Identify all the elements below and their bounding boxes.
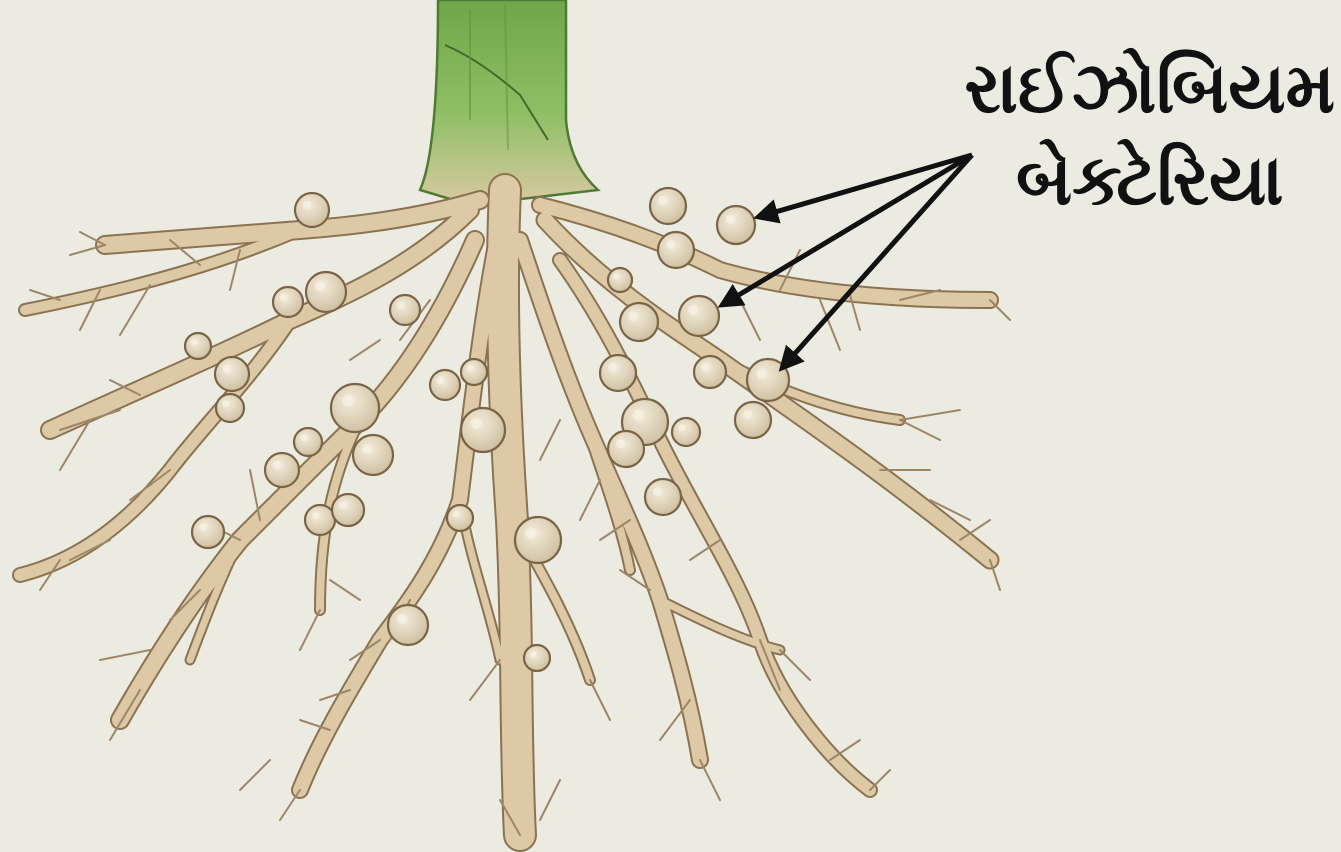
root-11 bbox=[560, 260, 870, 790]
root-0 bbox=[503, 190, 520, 835]
nodule-icon bbox=[694, 356, 726, 388]
nodule-icon bbox=[192, 516, 224, 548]
root-hair-52 bbox=[540, 420, 560, 460]
nodule-icon bbox=[294, 428, 322, 456]
root-hair-23 bbox=[540, 780, 560, 820]
nodule-icon bbox=[735, 402, 771, 438]
root-hair-14 bbox=[100, 650, 150, 660]
root-hair-16 bbox=[300, 610, 320, 650]
root-hair-32 bbox=[900, 420, 940, 440]
root-hair-33 bbox=[900, 410, 960, 420]
root-hair-53 bbox=[580, 480, 600, 520]
nodule-icon bbox=[650, 188, 686, 224]
nodule-icon bbox=[265, 453, 299, 487]
bacteria-label: રાઈઝોબિયમ બેક્ટેરિયા bbox=[965, 42, 1335, 226]
nodule-icon bbox=[215, 357, 249, 391]
root-hair-28 bbox=[780, 650, 810, 680]
nodule-icon bbox=[447, 505, 473, 531]
nodule-icon bbox=[306, 272, 346, 312]
nodule-icon bbox=[461, 359, 487, 385]
root-hair-18 bbox=[280, 790, 300, 820]
nodule-icon bbox=[216, 394, 244, 422]
root-hair-25 bbox=[590, 680, 610, 720]
nodule-icon bbox=[658, 232, 694, 268]
root-icon bbox=[20, 190, 990, 835]
root-hair-43 bbox=[740, 300, 760, 340]
root-hair-31 bbox=[870, 770, 890, 790]
nodule-icon bbox=[524, 645, 550, 671]
nodule-icon bbox=[515, 517, 561, 563]
nodule-icon bbox=[717, 206, 755, 244]
nodule-icon bbox=[390, 295, 420, 325]
root-hair-26 bbox=[700, 760, 720, 800]
nodule-icon bbox=[185, 333, 211, 359]
arrow-icon bbox=[722, 155, 972, 368]
root-hair-38 bbox=[990, 300, 1010, 320]
nodule-icon bbox=[388, 605, 428, 645]
nodule-icon bbox=[645, 479, 681, 515]
root-hair-51 bbox=[350, 340, 380, 360]
nodule-icon bbox=[672, 418, 700, 446]
nodule-icon bbox=[600, 355, 636, 391]
root-hair-47 bbox=[240, 760, 270, 790]
nodule-icon bbox=[620, 303, 658, 341]
nodule-icon bbox=[461, 408, 505, 452]
nodule-icon bbox=[430, 370, 460, 400]
nodule-icon bbox=[273, 287, 303, 317]
label-line-1: રાઈઝોબિયમ bbox=[965, 42, 1335, 134]
root-hair-24 bbox=[470, 660, 500, 700]
nodule-icon bbox=[331, 384, 379, 432]
nodule-icon bbox=[608, 431, 644, 467]
nodule-icon bbox=[353, 435, 393, 475]
nodule-icon bbox=[295, 193, 329, 227]
nodule-icon bbox=[332, 494, 364, 526]
nodule-icon bbox=[305, 505, 335, 535]
root-hair-2 bbox=[30, 290, 60, 300]
nodule-icon bbox=[608, 268, 632, 292]
label-line-2: બેક્ટેરિયા bbox=[965, 134, 1335, 226]
nodule-icon bbox=[679, 296, 719, 336]
root-hair-17 bbox=[330, 580, 360, 600]
